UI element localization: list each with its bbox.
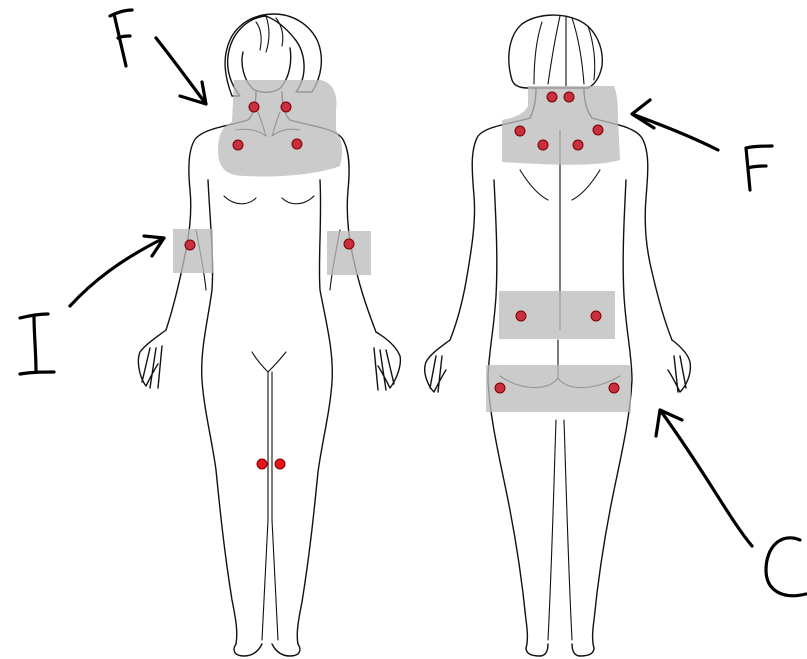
back-neck-shoulder-region	[502, 86, 620, 165]
tender-point	[573, 140, 583, 150]
front-neck-label: F	[110, 39, 111, 41]
back-neck-annotation: F	[632, 100, 772, 190]
tender-point	[515, 126, 525, 136]
tender-point	[257, 459, 267, 469]
arrow-icon	[632, 100, 718, 150]
tender-point	[591, 311, 601, 321]
tender-point	[292, 139, 302, 149]
arrow-icon	[656, 410, 752, 546]
tender-point	[538, 140, 548, 150]
handwritten-letter-f	[110, 10, 132, 66]
back-hip-label: C	[768, 569, 769, 571]
tender-point	[249, 102, 259, 112]
tender-point	[281, 102, 291, 112]
front-tender-regions	[173, 80, 371, 275]
front-left-elbow-region	[173, 229, 213, 273]
tender-point	[233, 140, 243, 150]
tender-point	[593, 125, 603, 135]
tender-point	[275, 459, 285, 469]
handwritten-letter-c	[766, 538, 806, 596]
tender-point	[547, 92, 557, 102]
tender-point	[564, 92, 574, 102]
back-hip-annotation: C	[656, 410, 806, 596]
front-arm-label: I	[20, 349, 21, 351]
tender-point	[609, 383, 619, 393]
arrow-icon	[70, 236, 164, 306]
tender-point	[495, 383, 505, 393]
arrow-icon	[156, 38, 206, 104]
front-arm-annotation: I	[20, 236, 164, 374]
front-neck-annotation: F	[110, 10, 206, 104]
handwritten-letter-f	[746, 146, 772, 190]
front-neck-shoulder-region	[218, 80, 342, 177]
tender-point	[516, 311, 526, 321]
tender-point	[344, 239, 354, 249]
front-right-elbow-region	[327, 231, 371, 275]
handwritten-letter-i	[20, 314, 54, 374]
tender-point	[185, 240, 195, 250]
